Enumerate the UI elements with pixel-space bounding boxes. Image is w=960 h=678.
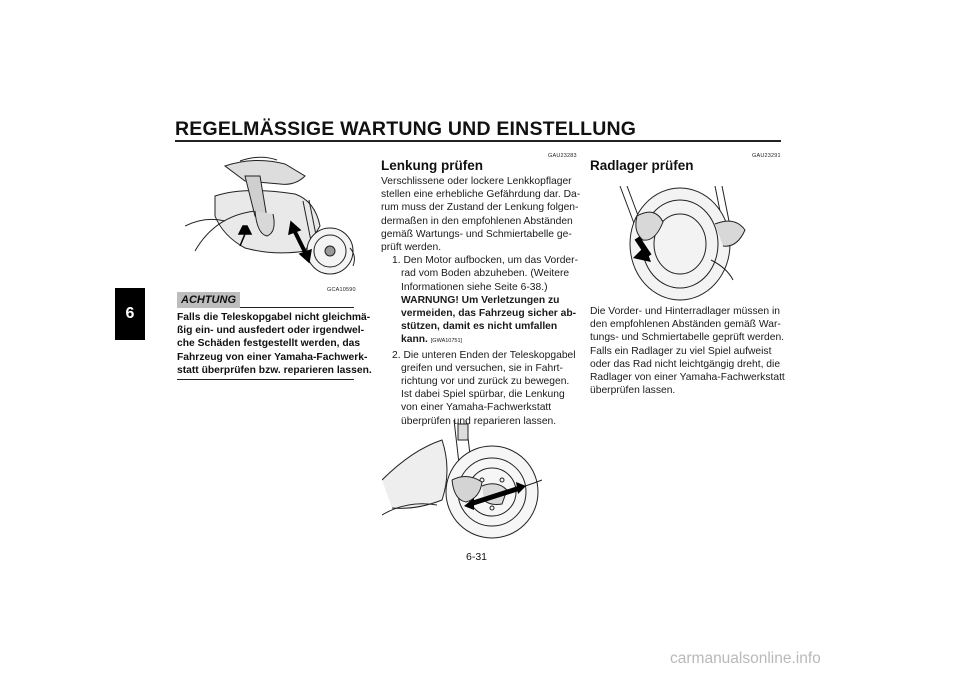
section-code: GAU23291 <box>752 153 781 159</box>
body-line: gemäß Wartungs- und Schmiertabelle ge- <box>381 228 572 240</box>
watermark[interactable]: carmanualsonline.info <box>670 650 821 667</box>
fork-compression-illustration <box>185 156 360 276</box>
step-2-line: greifen und versuchen, sie in Fahrt- <box>401 362 563 374</box>
wheel-bearing-illustration <box>615 186 750 304</box>
step-1-line: Informationen siehe Seite 6-38.) <box>401 281 548 293</box>
body-line: Die Vorder- und Hinterradlager müssen in <box>590 306 781 317</box>
warning-line: vermeiden, das Fahrzeug sicher ab- <box>401 308 577 320</box>
body-line: Verschlissene oder lockere Lenkkopflager <box>381 176 572 187</box>
section-heading-radlager: Radlager prüfen <box>590 158 694 173</box>
page-title: REGELMÄSSIGE WARTUNG UND EINSTELLUNG <box>175 118 637 140</box>
figure-code: GCA10590 <box>327 287 356 293</box>
body-line: oder das Rad nicht leichtgängig dreht, d… <box>590 358 781 370</box>
body-line: stellen eine erhebliche Gefährdung dar. … <box>381 189 581 201</box>
step-1-line: rad vom Boden abzuheben. (Weitere <box>401 268 570 280</box>
title-divider <box>175 140 781 142</box>
body-line: den empfohlenen Abständen gemäß War- <box>590 319 781 331</box>
section-code: GAU23283 <box>548 153 577 159</box>
warning-code: [GWA10751] <box>430 338 463 345</box>
body-line: rum muss der Zustand der Lenkung folgen- <box>381 202 579 214</box>
achtung-notice: Falls die Teleskopgabel nicht gleichmä- … <box>177 311 372 377</box>
section-heading-lenkung: Lenkung prüfen <box>381 158 483 173</box>
achtung-line: Fahrzeug von einer Yamaha-Fachwerk- <box>177 351 368 363</box>
body-line: prüft werden. <box>381 242 442 254</box>
step-2-line: 2. Die unteren Enden der Teleskopgabel <box>392 349 576 361</box>
achtung-badge: ACHTUNG <box>177 292 240 308</box>
body-line: dermaßen in den empfohlenen Abständen <box>381 215 573 227</box>
warning-line: kann. <box>401 334 428 346</box>
achtung-line: statt überprüfen bzw. reparieren lassen. <box>177 364 372 376</box>
step-2-line: Ist dabei Spiel spürbar, die Lenkung <box>401 389 565 401</box>
achtung-rule-top <box>240 307 354 308</box>
body-line: Radlager von einer Yamaha-Fachwerkstatt <box>590 372 785 384</box>
steering-check-illustration <box>382 420 552 542</box>
step-1-line: 1. Den Motor aufbocken, um das Vorder- <box>392 255 579 267</box>
radlager-body: Die Vorder- und Hinterradlager müssen in… <box>590 305 790 397</box>
step-2-line: richtung vor und zurück zu bewegen. <box>401 376 570 388</box>
step-2-line: von einer Yamaha-Fachwerkstatt <box>401 402 552 414</box>
step-2-line: überprüfen und reparieren lassen. <box>401 415 557 427</box>
body-line: tungs- und Schmiertabelle geprüft werden… <box>590 332 785 344</box>
achtung-rule-bottom <box>177 379 354 380</box>
warning-line: WARNUNG! Um Verletzungen zu <box>401 294 560 306</box>
warning-line: stützen, damit es nicht umfallen <box>401 321 558 333</box>
body-line: überprüfen lassen. <box>590 385 676 397</box>
page-number: 6-31 <box>466 551 488 563</box>
body-line: Falls ein Radlager zu viel Spiel aufweis… <box>590 345 772 357</box>
achtung-line: che Schäden festgestellt werden, das <box>177 338 361 350</box>
lenkung-body: Verschlissene oder lockere Lenkkopflager… <box>381 175 581 428</box>
achtung-line: Falls die Teleskopgabel nicht gleichmä- <box>177 312 371 323</box>
chapter-tab[interactable]: 6 <box>115 288 145 340</box>
achtung-line: ßig ein- und ausfedert oder irgendwel- <box>177 325 365 337</box>
